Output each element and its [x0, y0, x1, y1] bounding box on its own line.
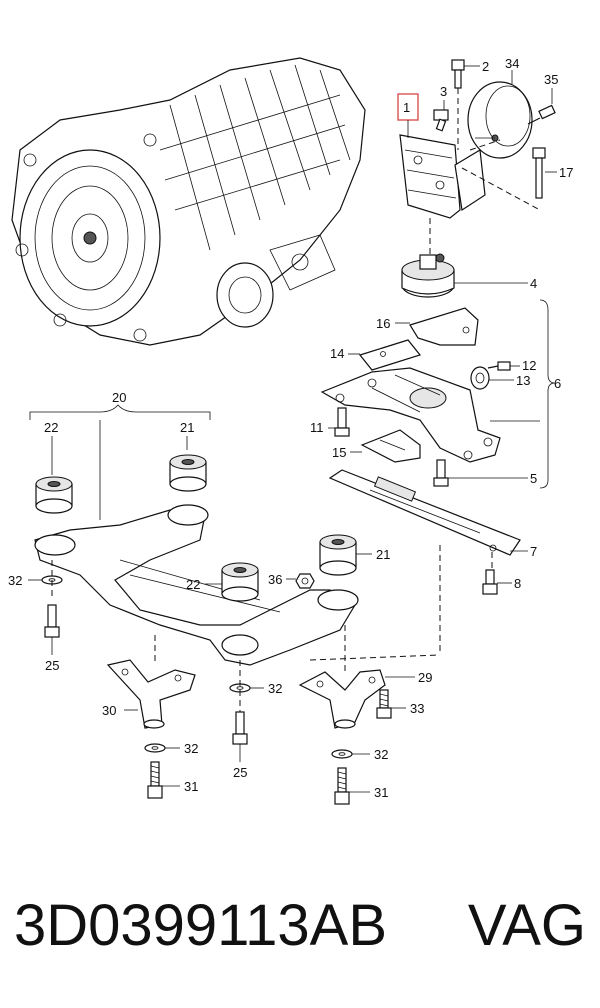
callout-22b: 22 — [186, 577, 200, 592]
callout-32d: 32 — [374, 747, 388, 762]
heat-shield-16 — [409, 307, 479, 346]
part-number: 3D0399113AB — [14, 893, 388, 958]
support-bracket-30 — [106, 659, 196, 729]
callout-34: 34 — [505, 56, 519, 71]
callout-14: 14 — [330, 346, 344, 361]
transmission-housing — [11, 57, 366, 346]
rubber-bushing-21-top — [169, 454, 207, 492]
callout-2: 2 — [482, 59, 489, 74]
shim-plate-14 — [358, 339, 422, 371]
callout-4: 4 — [530, 276, 537, 291]
exploded-parts-diagram: 1 2 3 34 35 17 — [8, 56, 573, 805]
callout-25a: 25 — [45, 658, 59, 673]
callout-6: 6 — [554, 376, 561, 391]
bolt-11-icon — [334, 407, 350, 437]
callout-8: 8 — [514, 576, 521, 591]
callout-11: 11 — [310, 420, 324, 435]
callout-32a: 32 — [8, 573, 22, 588]
callout-17: 17 — [559, 165, 573, 180]
callout-32b: 32 — [268, 681, 282, 696]
washer-32-lower-right — [331, 749, 353, 759]
callout-1: 1 — [403, 100, 410, 115]
callout-35: 35 — [544, 72, 558, 87]
callout-33: 33 — [410, 701, 424, 716]
washer-32-lower-left — [144, 743, 166, 753]
bolt-12-icon — [487, 361, 511, 371]
support-bracket-29 — [298, 669, 386, 729]
callout-31b: 31 — [374, 785, 388, 800]
bolt-31-left-icon — [147, 761, 163, 799]
bolt-25-middle-icon — [232, 711, 248, 745]
bolt-17-icon — [532, 147, 546, 199]
engine-mount-4 — [401, 253, 455, 298]
rubber-bushing-21-right — [319, 534, 357, 576]
spacer-plate-15 — [360, 429, 421, 463]
callout-3: 3 — [440, 84, 447, 99]
bolt-25-left-icon — [44, 604, 60, 638]
gearbox-support-bracket — [320, 367, 501, 463]
bolt-8-icon — [482, 569, 498, 595]
front-subframe-20 — [34, 504, 359, 666]
bolt-5-icon — [433, 459, 449, 487]
callout-7: 7 — [530, 544, 537, 559]
callout-29: 29 — [418, 670, 432, 685]
bolt-2-icon — [451, 59, 465, 89]
callout-36: 36 — [268, 572, 282, 587]
crossmember-strap-7 — [328, 469, 521, 556]
bolt-31-right-icon — [334, 767, 350, 805]
callout-13: 13 — [516, 373, 530, 388]
bushing-13-icon — [470, 366, 490, 390]
callout-15: 15 — [332, 445, 346, 460]
callout-22a: 22 — [44, 420, 58, 435]
bolt-3-icon — [433, 109, 449, 132]
rubber-bushing-22-middle — [221, 562, 259, 602]
callout-21a: 21 — [180, 420, 194, 435]
callout-12: 12 — [522, 358, 536, 373]
callout-16: 16 — [376, 316, 390, 331]
brand-name: VAG — [467, 893, 586, 958]
callout-5: 5 — [530, 471, 537, 486]
engine-mount-bracket — [399, 134, 486, 219]
nut-36-icon — [295, 573, 315, 589]
callout-20: 20 — [112, 390, 126, 405]
callout-21b: 21 — [376, 547, 390, 562]
bolt-35-icon — [527, 104, 556, 125]
callout-32c: 32 — [184, 741, 198, 756]
callout-31a: 31 — [184, 779, 198, 794]
rubber-bushing-22-left — [35, 476, 73, 514]
callout-30: 30 — [102, 703, 116, 718]
vibration-damper-34 — [467, 81, 533, 159]
callout-25b: 25 — [233, 765, 247, 780]
bolt-33-icon — [376, 689, 392, 719]
